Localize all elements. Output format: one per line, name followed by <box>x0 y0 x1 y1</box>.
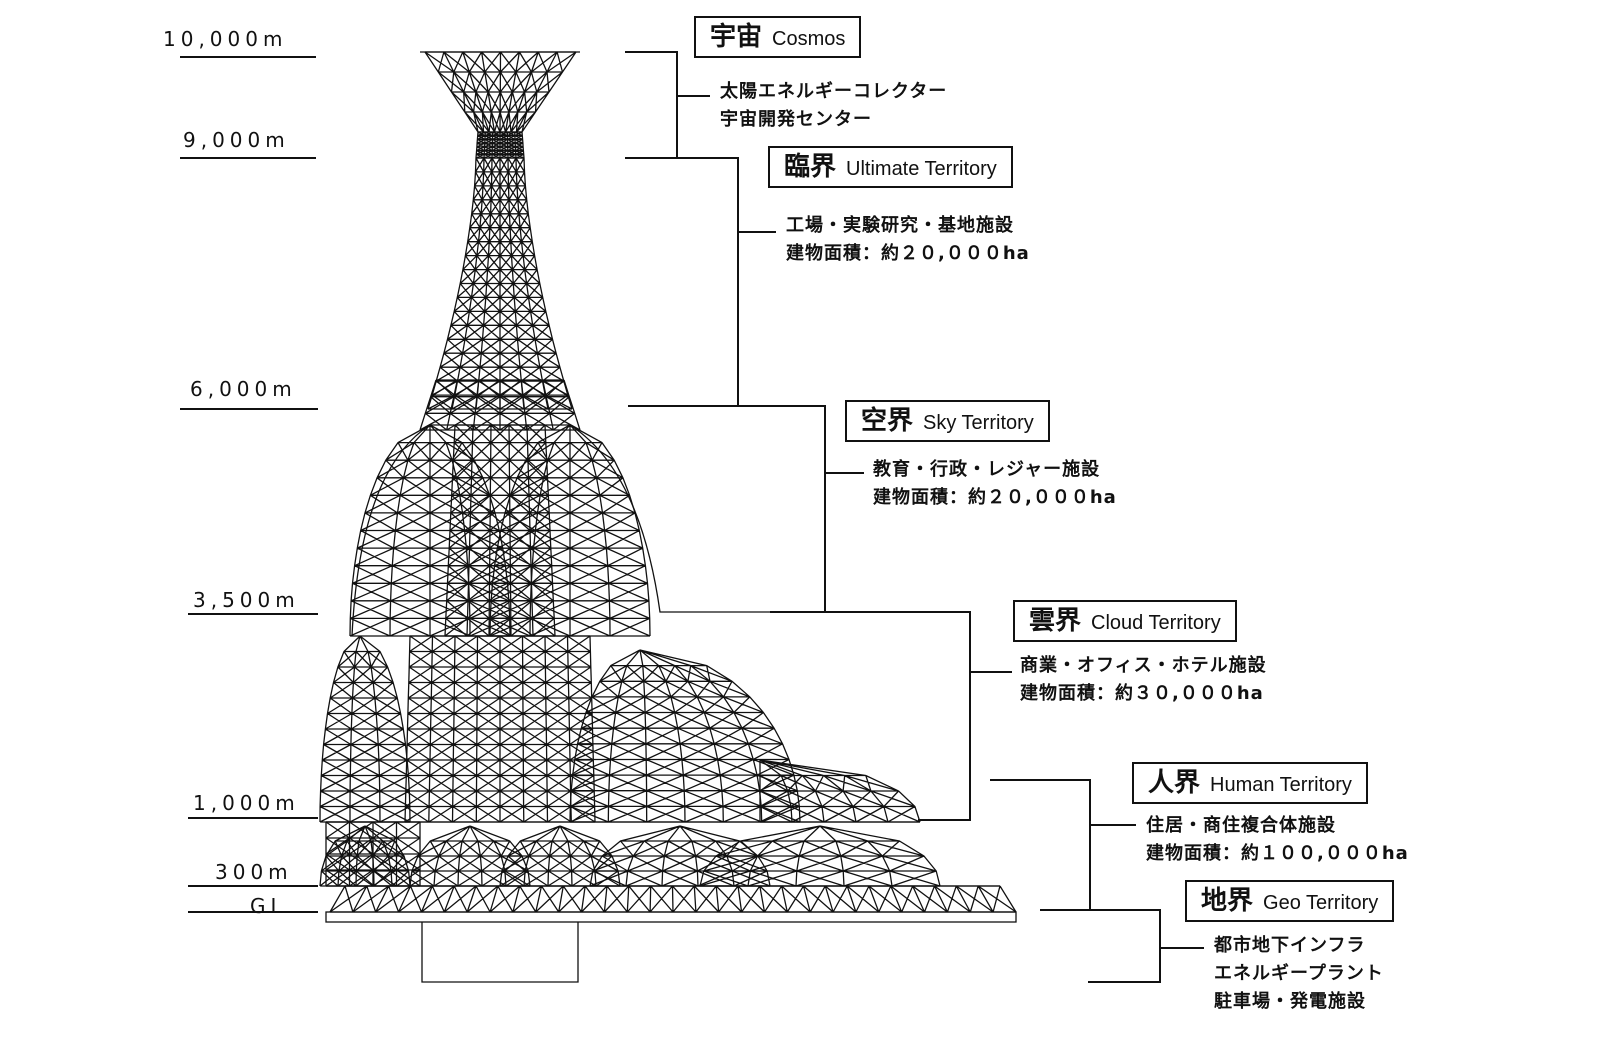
altitude-label-gl: GL <box>250 894 287 918</box>
description-line: 建物面積：約３０,０００ha <box>1020 683 1264 704</box>
ultimate-spire <box>427 157 573 410</box>
cloud-core <box>404 635 596 823</box>
zone-name-jp: 人界 <box>1148 768 1201 798</box>
altitude-label-3500m: 3,500m <box>193 588 300 612</box>
description-line: 住居・商住複合体施設 <box>1146 815 1336 836</box>
description-line: 教育・行政・レジャー施設 <box>873 459 1101 480</box>
bracket-geo <box>1040 909 1204 983</box>
geo-platform <box>329 885 1017 913</box>
geo-foundation <box>421 922 579 983</box>
zone-name-en: Geo Territory <box>1263 892 1379 914</box>
zone-name-en: Ultimate Territory <box>846 158 997 180</box>
zone-name-jp: 地界 <box>1201 886 1254 916</box>
tower-lattice-structure <box>319 51 1017 983</box>
description-line: 駐車場・発電施設 <box>1214 991 1366 1012</box>
bracket-human <box>990 779 1136 911</box>
altitude-label-300m: 300m <box>215 860 293 884</box>
zone-bracket-lines <box>625 51 1204 983</box>
zone-name-jp: 宇宙 <box>710 22 763 52</box>
zone-title-ultimate: 臨界 Ultimate Territory <box>768 146 1013 188</box>
description-line: 宇宙開発センター <box>720 109 872 130</box>
ultimate-collar <box>419 379 581 431</box>
zone-description-human: 住居・商住複合体施設 建物面積：約１００,０００ha <box>1146 812 1409 868</box>
altitude-lines <box>180 56 318 913</box>
zone-description-cloud: 商業・オフィス・ホテル施設 建物面積：約３０,０００ha <box>1020 652 1267 708</box>
cloud-shoulder <box>759 759 921 823</box>
altitude-label-1000m: 1,000m <box>193 791 300 815</box>
zone-description-sky: 教育・行政・レジャー施設 建物面積：約２０,０００ha <box>873 456 1117 512</box>
bracket-sky <box>628 405 864 613</box>
description-line: 建物面積：約２０,０００ha <box>786 243 1030 264</box>
bracket-cosmos <box>625 51 710 159</box>
cosmos-funnel <box>424 51 577 133</box>
zone-name-jp: 臨界 <box>784 152 837 182</box>
zone-name-en: Human Territory <box>1210 774 1352 796</box>
zone-description-cosmos: 太陽エネルギーコレクター 宇宙開発センター <box>720 78 947 134</box>
zone-title-sky: 空界 Sky Territory <box>845 400 1050 442</box>
zone-name-en: Cosmos <box>772 28 846 50</box>
zone-title-cloud: 雲界 Cloud Territory <box>1013 600 1237 642</box>
human-dome-4 <box>699 825 941 887</box>
zone-description-ultimate: 工場・実験研究・基地施設 建物面積：約２０,０００ha <box>786 212 1030 268</box>
sky-outline <box>351 424 770 637</box>
geo-slab <box>325 911 1017 923</box>
description-line: 工場・実験研究・基地施設 <box>786 215 1014 236</box>
bracket-cloud <box>770 611 1012 821</box>
altitude-label-6000m: 6,000m <box>190 377 297 401</box>
cosmos-neck <box>475 131 525 159</box>
zone-name-jp: 空界 <box>861 406 914 436</box>
zone-name-jp: 雲界 <box>1029 606 1082 636</box>
zone-name-en: Cloud Territory <box>1091 612 1221 634</box>
altitude-label-10000m: 10,000m <box>163 27 288 51</box>
cloud-lobe-right <box>569 649 801 823</box>
description-line: 商業・オフィス・ホテル施設 <box>1020 655 1267 676</box>
description-line: 太陽エネルギーコレクター <box>720 81 948 102</box>
zone-title-geo: 地界 Geo Territory <box>1185 880 1395 922</box>
zone-name-en: Sky Territory <box>923 412 1034 434</box>
zone-description-geo: 都市地下インフラ エネルギープラント 駐車場・発電施設 <box>1214 932 1384 1016</box>
zone-title-cosmos: 宇宙 Cosmos <box>694 16 862 58</box>
human-dome-3 <box>589 825 771 887</box>
human-dome-2 <box>499 825 621 887</box>
bracket-ultimate <box>625 157 776 407</box>
description-line: エネルギープラント <box>1214 963 1384 984</box>
description-line: 都市地下インフラ <box>1214 935 1366 956</box>
cloud-lobe-left <box>319 635 411 823</box>
altitude-label-9000m: 9,000m <box>183 128 290 152</box>
human-base-left <box>325 821 421 887</box>
description-line: 建物面積：約１００,０００ha <box>1146 843 1409 864</box>
zone-title-human: 人界 Human Territory <box>1132 762 1368 804</box>
description-line: 建物面積：約２０,０００ha <box>873 487 1117 508</box>
